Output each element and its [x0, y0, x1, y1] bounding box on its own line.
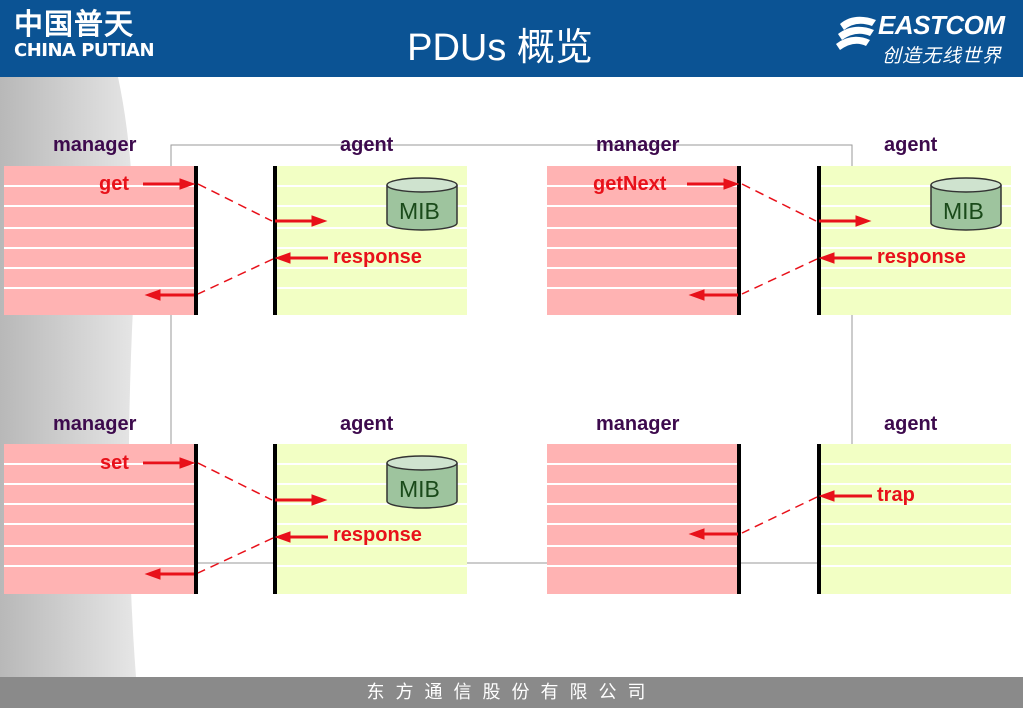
mib-label: MIB [399, 198, 440, 224]
panel-get: manager agent get response MIB [4, 134, 467, 315]
manager-label: manager [596, 134, 680, 156]
manager-label: manager [53, 134, 137, 156]
footer-bar: 东方通信股份有限公司 [0, 677, 1023, 708]
agent-box [817, 444, 1011, 594]
agent-label: agent [340, 134, 394, 156]
page-title: PDUs 概览 [407, 27, 593, 69]
trap-arrows [688, 490, 872, 540]
getnext-pdu-label: getNext [593, 173, 667, 195]
response-arrows [144, 531, 328, 580]
manager-box [4, 166, 198, 315]
request-arrows [143, 457, 328, 506]
manager-box [547, 444, 741, 594]
panel-trap: manager agent trap [547, 413, 1011, 594]
agent-label: agent [340, 413, 394, 435]
request-arrows [687, 178, 872, 227]
china-putian-logo: 中国普天 CHINA PUTIAN [14, 7, 155, 61]
center-frame [170, 144, 853, 564]
response-pdu-label: response [333, 524, 422, 546]
trap-pdu-label: trap [877, 484, 915, 506]
mib-database-icon [930, 177, 1002, 231]
pdu-diagram: manager agent get response MIB [0, 77, 1011, 677]
manager-box [4, 444, 198, 594]
manager-label: manager [53, 413, 137, 435]
header-bar: 中国普天 CHINA PUTIAN PDUs 概览 EASTCOM 创造无线世界 [0, 0, 1023, 77]
logo-right-slogan: 创造无线世界 [882, 45, 1003, 67]
eastcom-logo: EASTCOM 创造无线世界 [836, 10, 1011, 68]
logo-left-en: CHINA PUTIAN [14, 40, 155, 61]
set-pdu-label: set [100, 452, 129, 474]
mib-database-icon [386, 455, 458, 509]
response-arrows [688, 252, 872, 301]
logo-right-brand: EASTCOM [878, 10, 1005, 40]
get-pdu-label: get [99, 173, 129, 195]
panel-getnext: manager agent getNext response MIB [547, 134, 1011, 315]
mib-label: MIB [943, 198, 984, 224]
mib-database-icon [386, 177, 458, 231]
response-arrows [144, 252, 328, 301]
agent-label: agent [884, 134, 938, 156]
response-pdu-label: response [877, 246, 966, 268]
manager-box [547, 166, 741, 315]
eastcom-mark-icon [836, 16, 876, 50]
mib-label: MIB [399, 476, 440, 502]
manager-label: manager [596, 413, 680, 435]
footer-company: 东方通信股份有限公司 [366, 682, 657, 703]
request-arrows [143, 178, 328, 227]
agent-label: agent [884, 413, 938, 435]
response-pdu-label: response [333, 246, 422, 268]
panel-set: manager agent set response MIB [4, 413, 467, 594]
logo-left-cn: 中国普天 [14, 7, 135, 41]
